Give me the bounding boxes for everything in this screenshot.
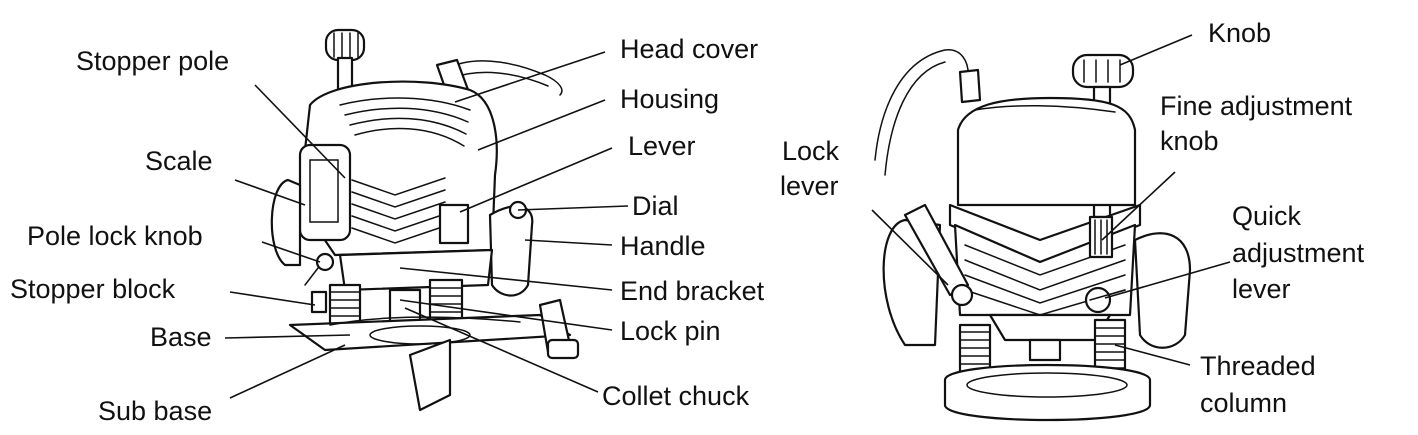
label-fine-adjustment-knob-line2: knob: [1160, 126, 1219, 156]
left-router-illustration: [270, 28, 580, 412]
label-stopper-pole: Stopper pole: [76, 46, 229, 76]
label-collet-chuck: Collet chuck: [602, 381, 750, 411]
label-quick-adjustment-lever-line2: adjustment: [1232, 238, 1365, 268]
label-sub-base: Sub base: [98, 396, 212, 426]
label-stopper-block: Stopper block: [10, 274, 176, 304]
label-housing: Housing: [620, 84, 719, 114]
label-head-cover: Head cover: [620, 34, 758, 64]
label-base: Base: [150, 322, 212, 352]
left-leader-lines: [224, 51, 629, 399]
label-fine-adjustment-knob-line1: Fine adjustment: [1160, 91, 1353, 121]
label-quick-adjustment-lever-line3: lever: [1232, 274, 1291, 304]
label-end-bracket: End bracket: [620, 276, 765, 306]
label-pole-lock-knob: Pole lock knob: [27, 221, 203, 251]
label-lock-pin: Lock pin: [620, 316, 721, 346]
label-lock-lever-line2: lever: [780, 171, 839, 201]
label-dial: Dial: [632, 191, 679, 221]
label-threaded-column-line1: Threaded: [1200, 351, 1316, 381]
right-labels: Knob Fine adjustment knob Lock lever Qui…: [780, 18, 1365, 418]
label-knob: Knob: [1208, 18, 1271, 48]
right-leader-lines: [871, 34, 1231, 366]
label-quick-adjustment-lever-line1: Quick: [1232, 201, 1302, 231]
label-threaded-column-line2: column: [1200, 388, 1287, 418]
label-handle: Handle: [620, 231, 706, 261]
label-lock-lever-line1: Lock: [782, 136, 840, 166]
label-lever: Lever: [628, 131, 696, 161]
label-scale: Scale: [145, 146, 213, 176]
left-labels: Stopper pole Scale Pole lock knob Stoppe…: [10, 34, 765, 426]
right-router-illustration: [874, 49, 1192, 422]
